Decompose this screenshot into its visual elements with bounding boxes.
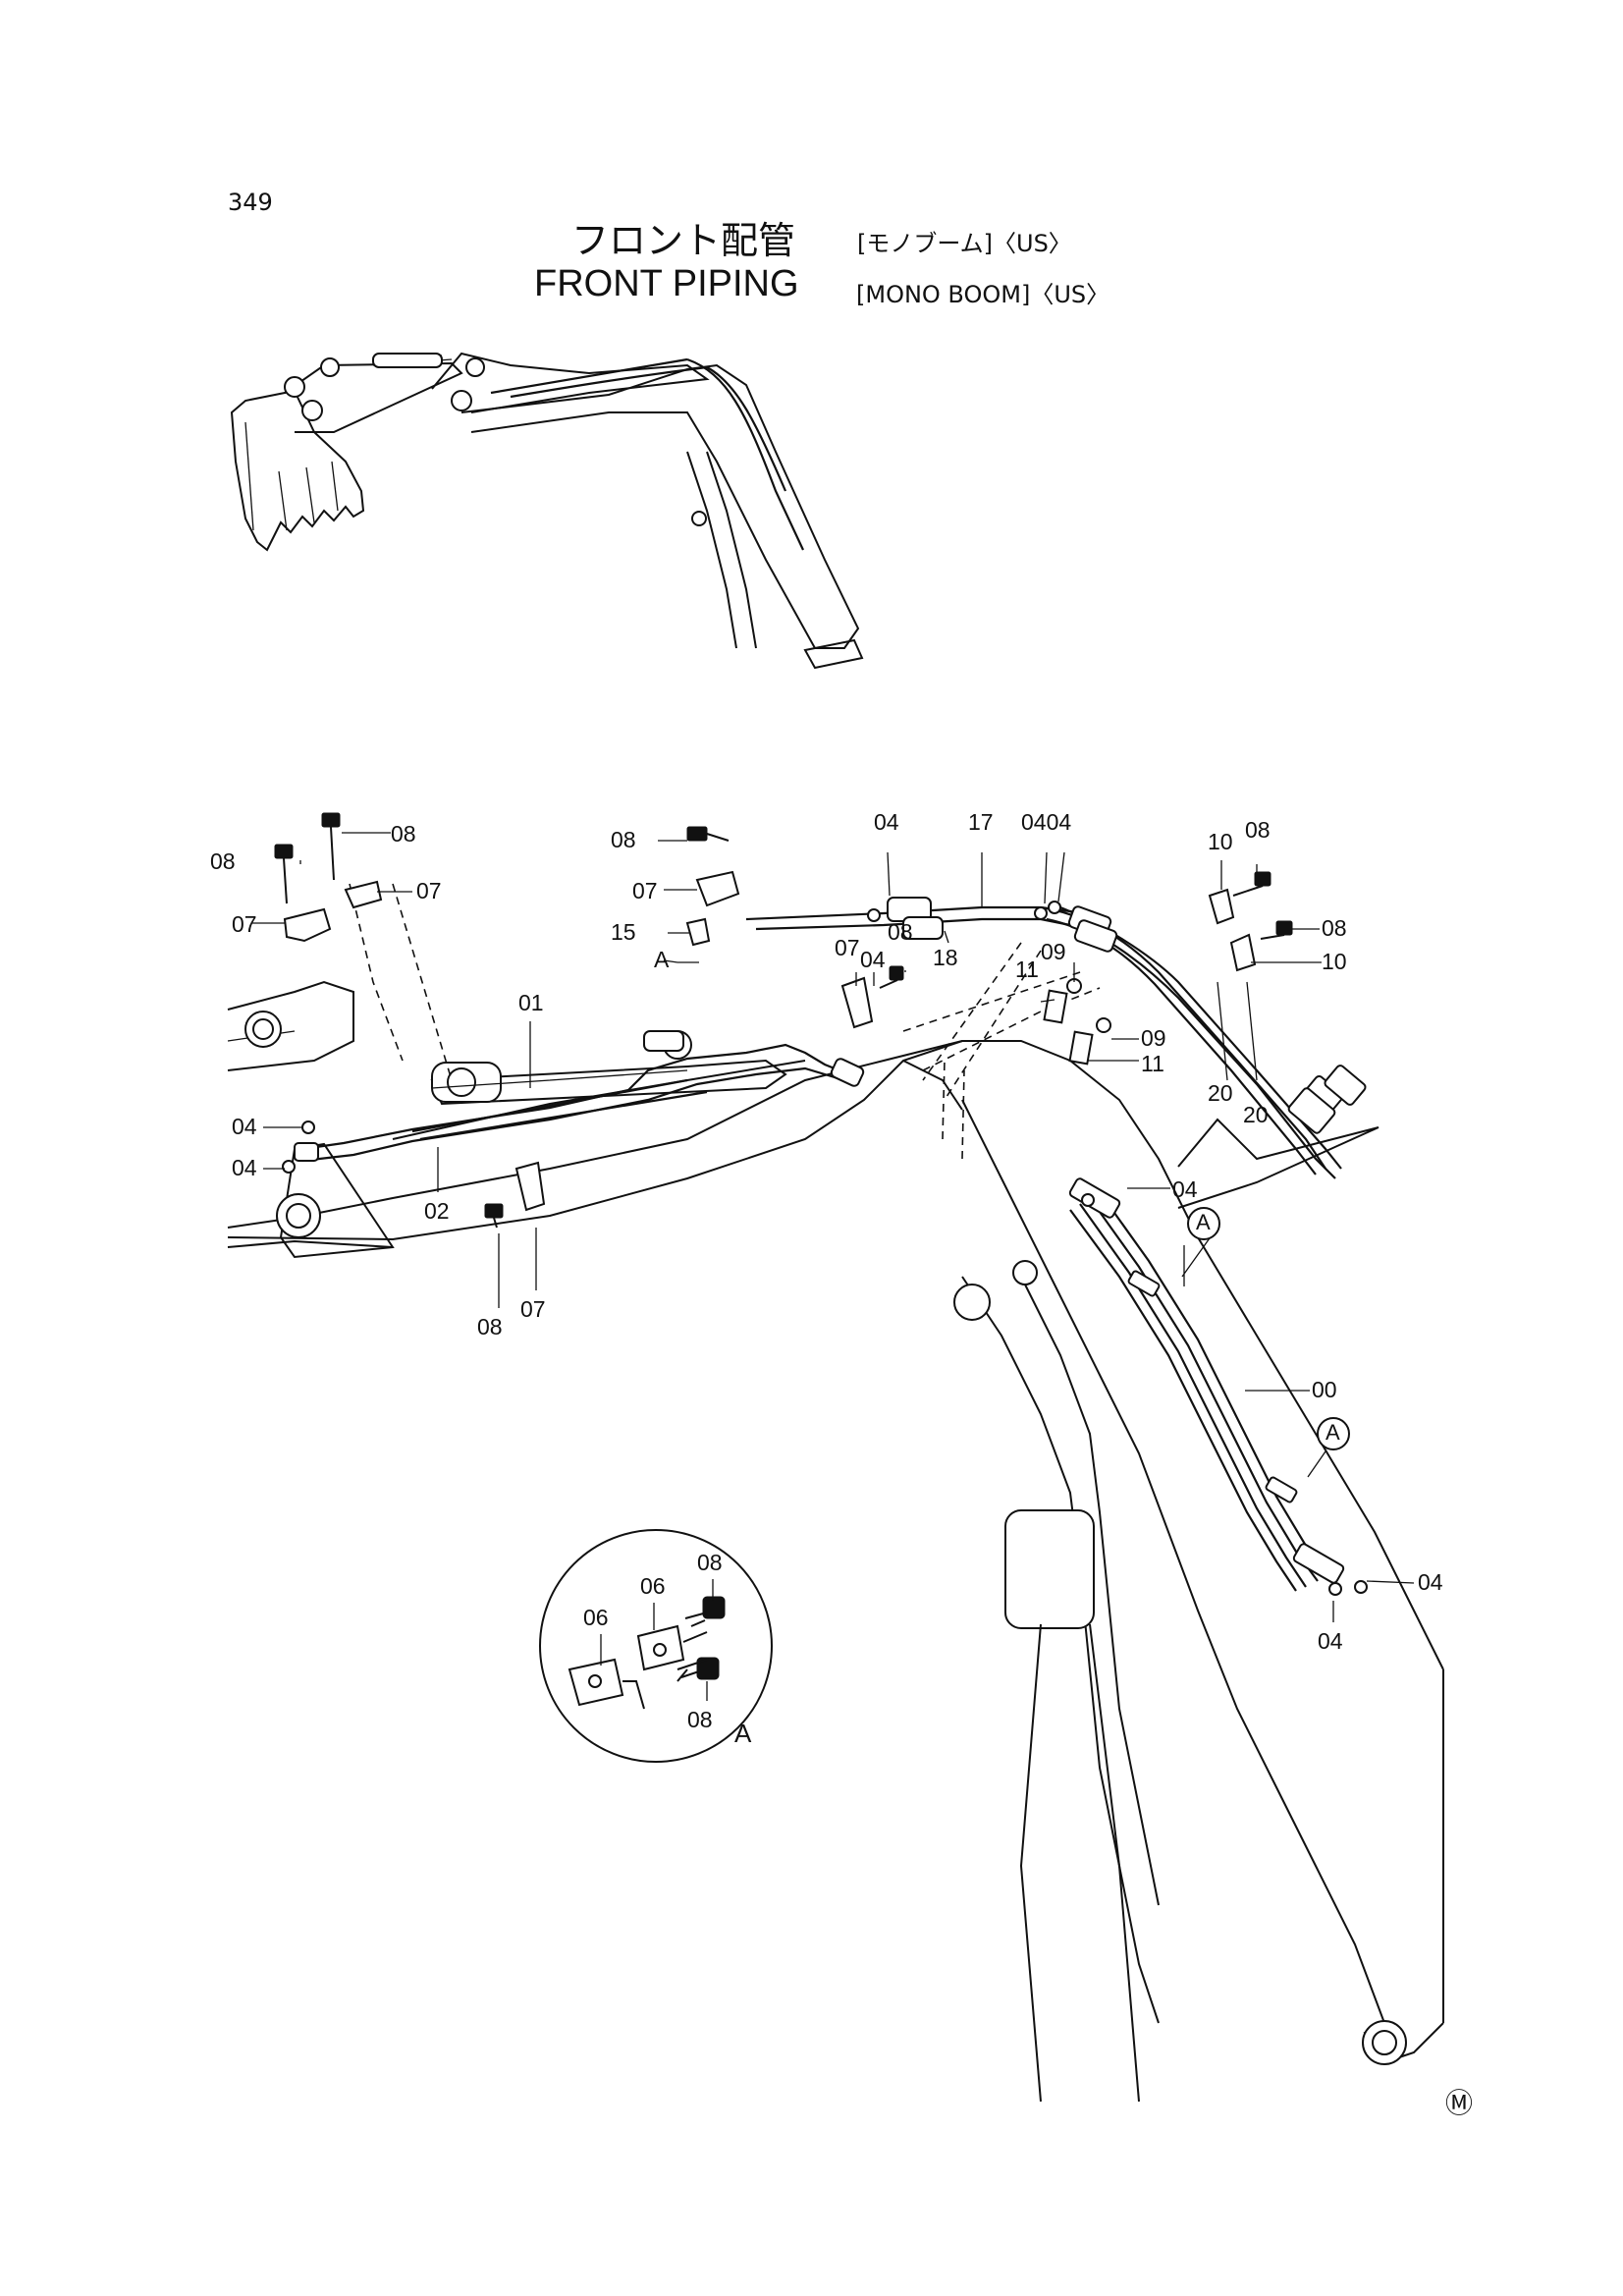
callout-08: 08 (391, 821, 416, 847)
callout-11: 11 (1015, 957, 1039, 982)
callout-10: 10 (1322, 949, 1347, 974)
callout-07: 07 (520, 1296, 546, 1322)
callout-00: 00 (1312, 1377, 1337, 1402)
callout-08: 08 (888, 919, 913, 945)
callout-06: 06 (583, 1605, 609, 1630)
callout-08: 08 (477, 1314, 503, 1339)
detail-view-a (539, 1529, 773, 1763)
callout-07: 07 (232, 911, 257, 937)
callout-17: 17 (968, 809, 994, 835)
callout-06: 06 (640, 1573, 666, 1599)
callout-08: 08 (1245, 817, 1271, 843)
title-japanese: フロント配管 (571, 219, 796, 262)
callout-20: 20 (1243, 1102, 1269, 1127)
callout-01: 01 (518, 990, 544, 1015)
title-english: FRONT PIPING (534, 263, 799, 304)
callout-08: 08 (210, 848, 236, 874)
callout-0404: 0404 (1021, 809, 1072, 835)
callout-04: 04 (1418, 1569, 1443, 1595)
callout-08: 08 (687, 1707, 713, 1732)
title-english-suffix: [MONO BOOM]〈US〉 (856, 281, 1110, 308)
callout-04: 04 (874, 809, 899, 835)
callout-07: 07 (416, 878, 442, 903)
callout-08: 08 (611, 827, 636, 852)
callout-a-ref: A (654, 947, 670, 972)
callout-09: 09 (1141, 1025, 1166, 1051)
section-marker-a: A (1325, 1420, 1340, 1445)
callout-10: 10 (1208, 829, 1233, 854)
callout-04: 04 (1318, 1628, 1343, 1654)
callout-04: 04 (860, 947, 886, 972)
page-number: 349 (228, 189, 273, 216)
callout-04: 04 (232, 1114, 257, 1139)
main-piping-view (227, 812, 1444, 2103)
callout-15: 15 (611, 919, 636, 945)
title-japanese-suffix: [モノブーム]〈US〉 (857, 230, 1072, 257)
m-mark-symbol: Ⓜ (1445, 2087, 1474, 2119)
callout-04: 04 (1172, 1176, 1198, 1202)
marker-a-upper-circle (1187, 1207, 1220, 1240)
callout-09: 09 (1041, 939, 1066, 964)
callout-leaders (251, 832, 1415, 1622)
callout-07: 07 (835, 935, 860, 960)
detail-view-label: A (734, 1719, 752, 1748)
marker-a-lower-circle (1317, 1417, 1350, 1450)
overview-excavator-front (230, 352, 864, 670)
callout-07: 07 (632, 878, 658, 903)
callout-20: 20 (1208, 1080, 1233, 1106)
callout-11: 11 (1141, 1051, 1164, 1076)
callout-02: 02 (424, 1198, 450, 1224)
callout-08: 08 (697, 1550, 723, 1575)
section-marker-a: A (1196, 1210, 1211, 1234)
callout-18: 18 (933, 945, 958, 970)
callout-04: 04 (232, 1155, 257, 1180)
callout-08: 08 (1322, 915, 1347, 941)
